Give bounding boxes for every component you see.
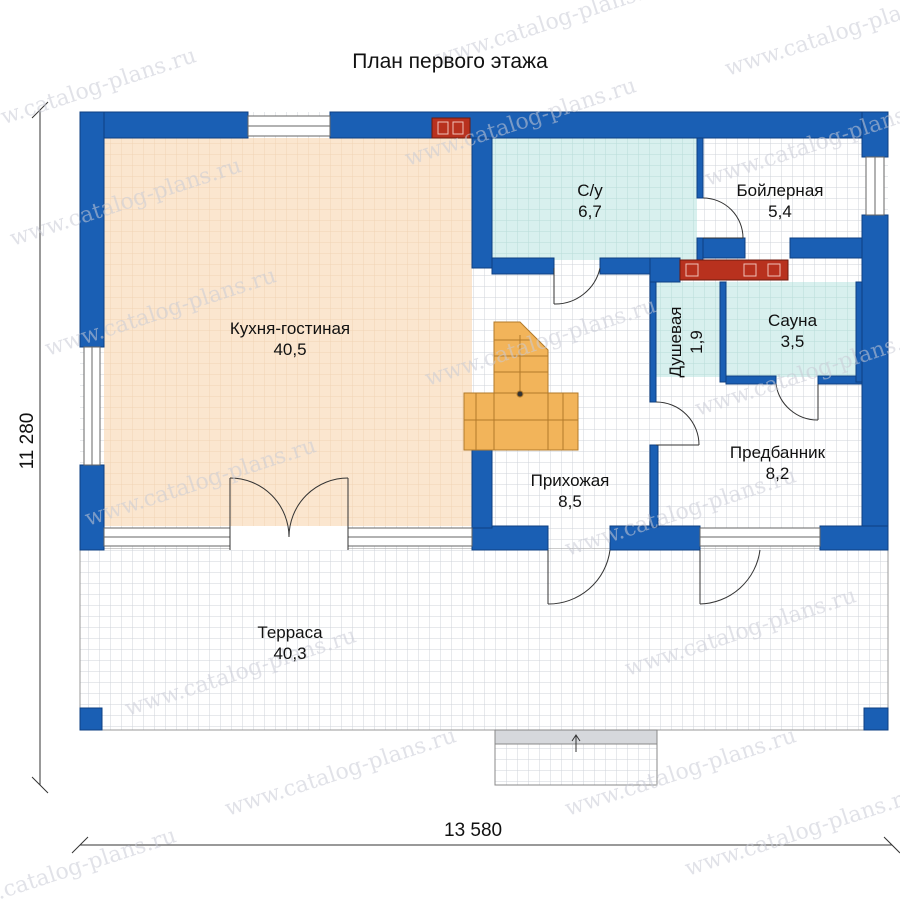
- room-name: Кухня-гостиная: [229, 319, 351, 338]
- plan-title: План первого этажа: [352, 50, 548, 73]
- shower-floor: [655, 282, 723, 377]
- room-label-boiler: Бойлерная 5,4: [715, 180, 845, 222]
- room-name: Душевая: [666, 306, 685, 378]
- kitchen-floor: [104, 138, 472, 526]
- room-area: 40,3: [273, 644, 307, 663]
- room-label-terrace: Терраса 40,3: [230, 622, 350, 664]
- doors: [547, 197, 819, 605]
- room-label-kitchen: Кухня-гостиная 40,5: [190, 318, 390, 360]
- chimneys: [431, 117, 789, 281]
- room-name: Сауна: [767, 311, 818, 330]
- room-name: Терраса: [257, 623, 323, 642]
- room-label-wc: С/у 6,7: [550, 180, 630, 222]
- room-area: 3,5: [780, 332, 805, 351]
- floor-plan: [31, 101, 900, 854]
- terrace-door: [229, 477, 349, 550]
- room-label-hall: Прихожая 8,5: [510, 470, 630, 512]
- wc-floor: [492, 138, 697, 260]
- room-label-shower: Душевая 1,9: [665, 297, 707, 387]
- stairs: [463, 321, 579, 451]
- room-label-anteroom: Предбанник 8,2: [705, 442, 850, 484]
- sauna-floor: [725, 282, 861, 377]
- room-name: Бойлерная: [736, 181, 824, 200]
- width-dimension: 13 580: [444, 820, 503, 841]
- dimension-lines: [31, 101, 900, 854]
- room-name: С/у: [577, 181, 603, 200]
- height-dimension: 11 280: [17, 412, 38, 470]
- room-area: 8,5: [558, 492, 582, 511]
- room-name: Предбанник: [729, 443, 826, 462]
- room-area: 6,7: [578, 202, 602, 221]
- room-area: 40,5: [273, 340, 307, 359]
- room-area: 8,2: [765, 464, 790, 483]
- room-area: 5,4: [768, 202, 792, 221]
- terrace-floor: [79, 547, 889, 731]
- room-name: Прихожая: [530, 471, 610, 490]
- room-label-sauna: Сауна 3,5: [745, 310, 840, 352]
- room-area: 1,9: [687, 330, 706, 354]
